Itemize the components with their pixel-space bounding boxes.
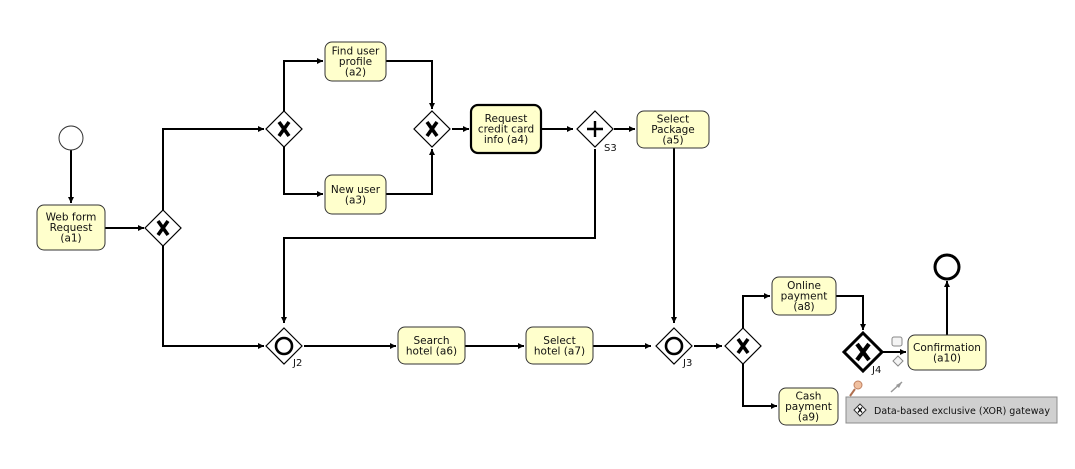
flow-xor1-xor2[interactable]	[162, 126, 264, 210]
and-gateway-s3[interactable]	[576, 110, 614, 148]
task-label-line: (a2)	[345, 67, 366, 79]
task-label-line: payment	[785, 401, 832, 413]
or-gateway-j2[interactable]	[265, 327, 303, 365]
task-label-line: (a10)	[933, 352, 961, 364]
flow-a3-xor3[interactable]	[386, 149, 435, 195]
append-gateway-handle-icon[interactable]	[892, 355, 904, 367]
task-label-line: payment	[781, 291, 828, 303]
xor-gateway-split-1[interactable]	[144, 209, 182, 247]
task-label-line: Search	[413, 335, 449, 347]
tooltip-box	[845, 396, 1058, 424]
flow-xor2-a3[interactable]	[283, 147, 323, 197]
flow-a8-j4[interactable]	[836, 295, 866, 330]
task-label-line: Request	[485, 113, 528, 125]
task-label-line: (a1)	[60, 233, 81, 245]
wrench-handle-icon[interactable]	[853, 380, 863, 390]
task-label-line: Select	[543, 335, 575, 347]
tooltip-text: Data-based exclusive (XOR) gateway	[874, 406, 1050, 417]
gateway-label-j2: J2	[292, 358, 302, 369]
task-label-line: credit card	[478, 124, 534, 136]
task-label-line: Request	[50, 222, 93, 234]
task-label-line: Package	[651, 124, 695, 136]
task-label-line: (a9)	[798, 412, 819, 424]
task-label-line: (a5)	[662, 135, 683, 147]
task-label-line: (a8)	[793, 301, 814, 313]
or-gateway-j3[interactable]	[655, 327, 693, 365]
flow-a2-xor3[interactable]	[386, 60, 435, 109]
xor-gateway-icon	[853, 403, 867, 417]
task-a10-confirmation[interactable]: Confirmation(a10)	[907, 334, 987, 371]
task-label-line: hotel (a6)	[406, 345, 457, 357]
sequence-flows	[68, 58, 950, 409]
flow-xor4-a9[interactable]	[742, 364, 777, 409]
xor-gateway-split-2[interactable]	[265, 110, 303, 148]
flow-s3-j2[interactable]	[281, 149, 596, 323]
task-label-line: (a3)	[345, 194, 366, 206]
task-label-line: info (a4)	[484, 134, 528, 146]
start-event[interactable]	[58, 125, 84, 151]
task-label-line: profile	[339, 56, 372, 68]
flow-xor2-a2[interactable]	[283, 58, 323, 111]
xor-gateway-j4-selected[interactable]	[841, 330, 885, 374]
append-task-handle-icon[interactable]	[891, 336, 903, 347]
task-label-line: hotel (a7)	[534, 345, 585, 357]
gateway-label-j4: J4	[871, 365, 881, 376]
task-label-line: Select	[657, 114, 689, 126]
flow-xor1-j2[interactable]	[162, 246, 264, 349]
gateway-context-toolbar	[849, 336, 904, 397]
task-label-line: Online	[787, 280, 821, 292]
task-label-line: Confirmation	[913, 342, 981, 354]
task-label-line: Cash	[796, 391, 822, 403]
xor-gateway-join-3[interactable]	[413, 110, 451, 148]
task-label-line: Find user	[332, 46, 380, 58]
xor-gateway-split-4[interactable]	[724, 327, 762, 365]
tooltip: Data-based exclusive (XOR) gateway	[845, 396, 1058, 424]
task-label-line: New user	[331, 184, 381, 196]
gateway-label-j3: J3	[682, 358, 692, 369]
task-label-line: Web form	[46, 212, 97, 224]
gateway-label-s3: S3	[604, 143, 617, 154]
task-a3-new-user[interactable]: New user(a3)	[324, 174, 387, 215]
end-event[interactable]	[933, 253, 961, 281]
flow-xor4-a8[interactable]	[742, 293, 770, 328]
